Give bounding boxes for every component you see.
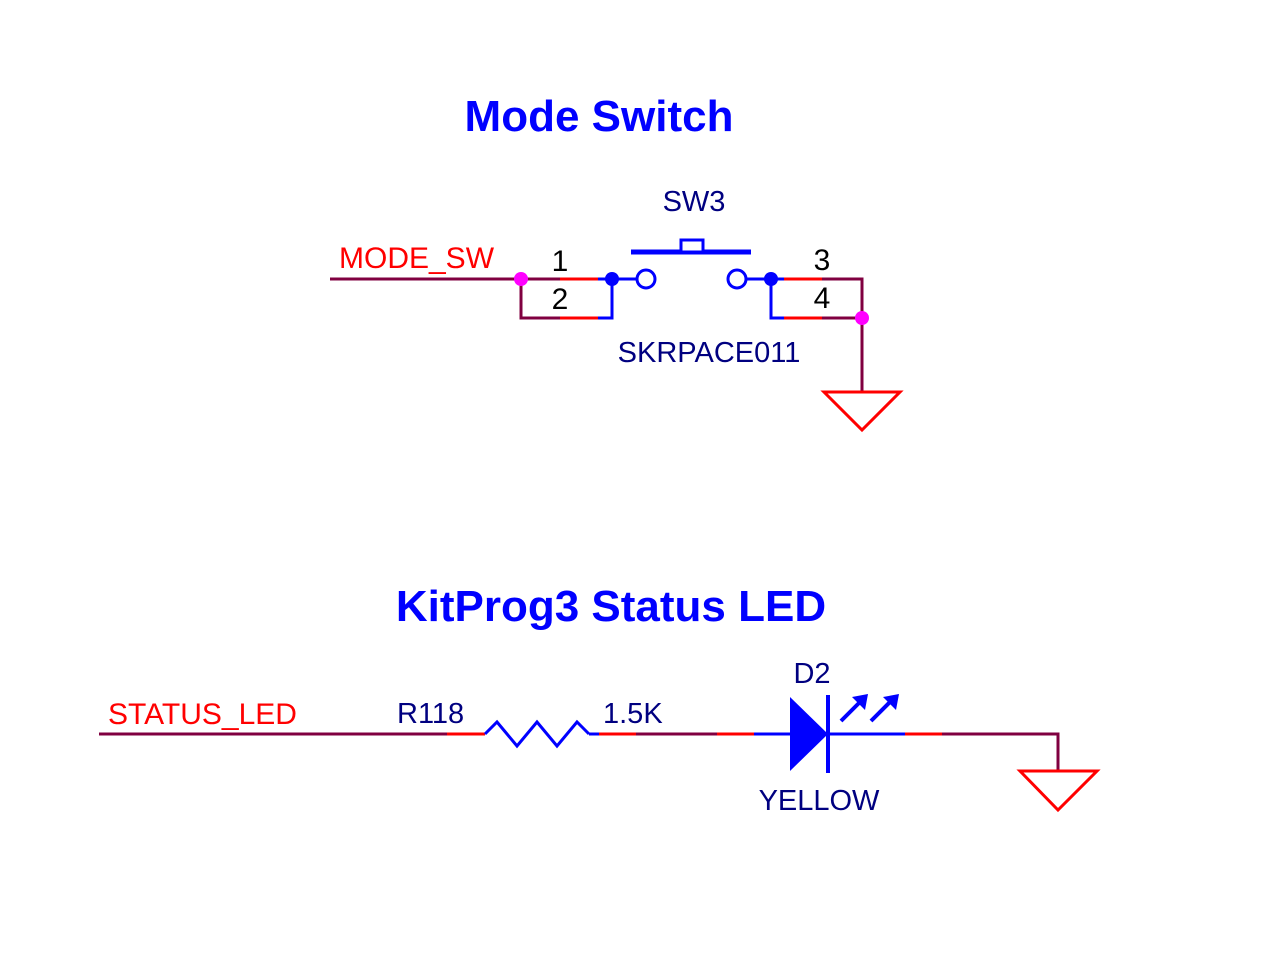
- r118-designator: R118: [397, 698, 464, 730]
- ground-icon: [1016, 769, 1101, 813]
- mode-sw-net-label[interactable]: MODE_SW: [339, 242, 495, 275]
- resistor-icon: [483, 719, 591, 749]
- r118-value: 1.5K: [603, 698, 663, 730]
- status-led-net-label[interactable]: STATUS_LED: [108, 698, 297, 731]
- switch-right-bridge: [769, 279, 784, 320]
- mode-switch-title: Mode Switch: [465, 92, 734, 141]
- pin3-number: 3: [814, 244, 831, 277]
- sw3-part-number: SKRPACE011: [618, 337, 801, 369]
- switch-left-contact-icon: [635, 268, 657, 290]
- switch-right-node: [764, 272, 778, 286]
- pin2-number: 2: [552, 283, 569, 316]
- status-led-title: KitProg3 Status LED: [396, 582, 826, 631]
- switch-plunger-icon: [679, 238, 705, 254]
- led-ground-wire[interactable]: [942, 732, 1060, 771]
- junction-dot: [514, 272, 528, 286]
- switch-left-node: [605, 272, 619, 286]
- pin1-number: 1: [552, 245, 569, 278]
- pin3-ground-wire[interactable]: [822, 277, 864, 392]
- ground-icon: [820, 390, 904, 433]
- switch-left-bridge: [598, 279, 614, 320]
- d2-designator: D2: [793, 658, 830, 690]
- pin2-wire[interactable]: [519, 279, 560, 320]
- led-diode-icon: [790, 697, 828, 771]
- junction-dot: [855, 311, 869, 325]
- sw3-designator: SW3: [663, 186, 726, 218]
- pin4-number: 4: [814, 282, 831, 315]
- led-light-arrows-icon: [839, 694, 899, 723]
- switch-right-contact-icon: [726, 268, 748, 290]
- d2-color-label: YELLOW: [759, 785, 880, 817]
